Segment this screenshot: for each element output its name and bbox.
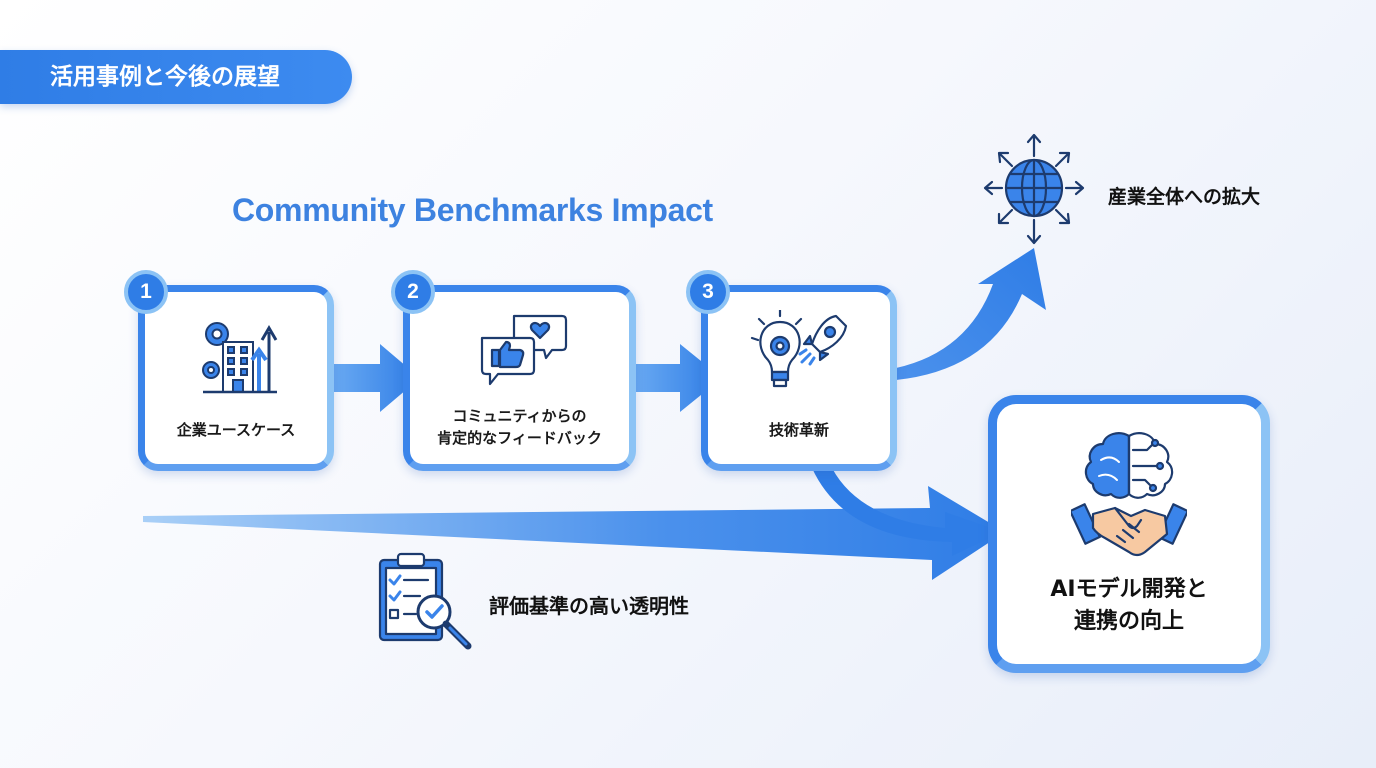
arrow-step1-to-step2 [332,344,420,412]
section-title: 活用事例と今後の展望 [50,64,280,90]
step-3-label: 技術革新 [768,421,829,439]
outcome-card: AIモデル開発と 連携の向上 [988,395,1270,673]
step-2-label-line1: コミュニティからの [452,407,587,425]
enterprise-growth-icon [202,322,278,394]
ai-partnership-icon [1071,432,1187,557]
expansion-label: 産業全体への拡大 [1108,186,1261,208]
clipboard-checklist-icon [378,552,472,650]
outcome-label-line2: 連携の向上 [1073,609,1184,634]
feedback-chat-icon [480,314,568,386]
step-card-1: 企業ユースケース [138,285,334,471]
diagram-title: Community Benchmarks Impact [232,192,713,228]
step-1-badge: 1 [124,270,168,314]
innovation-idea-icon [750,310,848,388]
step-2-label-line2: 肯定的なフィードバック [437,429,602,447]
step-card-3: 技術革新 [701,285,897,471]
step-2-badge: 2 [391,270,435,314]
arrow-to-expansion [896,248,1046,380]
step-1-label: 企業ユースケース [176,421,296,439]
global-expansion-icon [983,133,1085,245]
arrow-step2-to-step3 [633,344,722,412]
arrow-to-outcome [812,468,1002,556]
section-header: 活用事例と今後の展望 [0,50,352,104]
transparency-label: 評価基準の高い透明性 [489,594,689,618]
step-card-2: コミュニティからの 肯定的なフィードバック [403,285,636,471]
step-3-badge: 3 [686,270,730,314]
long-flow-arrow [143,486,1005,580]
outcome-label-line1: AIモデル開発と [1050,577,1208,602]
